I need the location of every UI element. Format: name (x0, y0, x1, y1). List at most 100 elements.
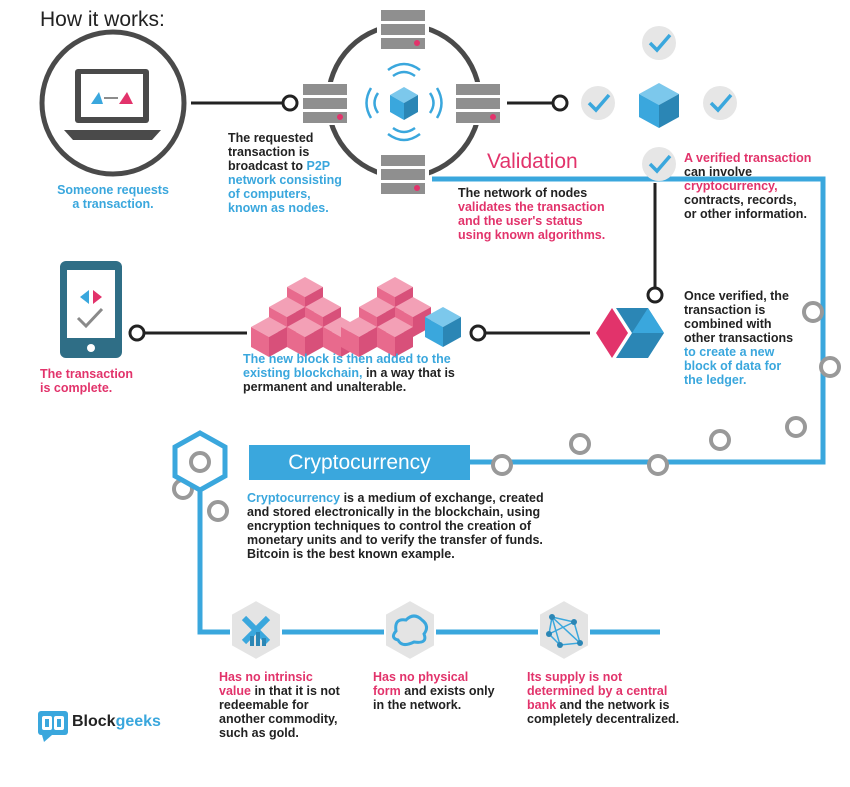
text-line: The network of nodes (458, 186, 588, 200)
text-span: in that it is not (250, 684, 340, 698)
step-request-text: Someone requests a transaction. (38, 183, 188, 211)
text-line: Once verified, the (684, 289, 789, 303)
checkmark-icon (581, 86, 615, 120)
text-line: value in that it is not (219, 684, 369, 698)
combine-text: Once verified, the transaction is combin… (684, 289, 814, 387)
text-line: a transaction. (72, 197, 154, 211)
laptop-icon (39, 29, 187, 177)
text-line: other transactions (684, 331, 794, 345)
text-line: known as nodes. (228, 201, 329, 215)
checkmark-icon (642, 26, 676, 60)
no-value-hexagon-icon (230, 598, 282, 662)
text-line: to create a new (684, 345, 775, 359)
no-physical-form-hexagon-icon (384, 598, 436, 662)
text-line: The transaction (40, 367, 134, 381)
text-span: and exists only (400, 684, 495, 698)
text-line: bank and the network is (527, 698, 707, 712)
text-span: value (219, 684, 251, 698)
text-line: monetary units and to verify the transfe… (247, 533, 543, 547)
server-right (453, 82, 505, 125)
text-line: network consisting (228, 173, 342, 187)
path-dots (172, 301, 841, 522)
text-line: Has no physical (373, 670, 469, 684)
combine-arrow-icon (596, 308, 664, 358)
text-line: in the network. (373, 698, 462, 712)
step-broadcast-text: The requested transaction is broadcast t… (228, 131, 378, 215)
text-span: in a way that is (362, 366, 455, 380)
validation-text: The network of nodes validates the trans… (458, 186, 638, 242)
server-left (300, 82, 352, 125)
verified-text: A verified transaction can involve crypt… (684, 151, 844, 221)
complete-text: The transaction is complete. (40, 367, 160, 395)
text-line: of computers, (228, 187, 311, 201)
text-line: The new block is then added to the (243, 352, 451, 366)
text-line: Bitcoin is the best known example. (247, 547, 455, 561)
text-line: and stored electronically in the blockch… (247, 505, 541, 519)
text-line: or other information. (684, 207, 807, 221)
text-line: another commodity, (219, 712, 338, 726)
phone-icon (60, 261, 122, 358)
text-line: contracts, records, (684, 193, 797, 207)
text-span: Cryptocurrency (247, 491, 341, 505)
text-line: cryptocurrency, (684, 179, 778, 193)
text-line: validates the transaction (458, 200, 605, 214)
signal-icon (365, 62, 443, 142)
text-line: The requested (228, 131, 314, 145)
network-ring (300, 7, 505, 195)
block-added-text: The new block is then added to the exist… (243, 352, 493, 394)
text-span: is a medium of exchange, created (340, 491, 544, 505)
text-span: bank (527, 698, 557, 712)
text-line: combined with (684, 317, 772, 331)
text-line: using known algorithms. (458, 228, 606, 242)
text-line: the ledger. (684, 373, 747, 387)
crypto-text: Cryptocurrency is a medium of exchange, … (247, 491, 587, 561)
blockgeeks-logo-icon (38, 711, 68, 742)
feature-decentralized-text: Its supply is not determined by a centra… (527, 670, 707, 726)
crypto-hexagon-icon (172, 430, 228, 493)
brand-name: Blockgeeks (72, 713, 161, 731)
text-line: Cryptocurrency is a medium of exchange, … (247, 491, 587, 505)
text-line: permanent and unalterable. (243, 380, 407, 394)
server-bottom (377, 152, 429, 195)
text-line: such as gold. (219, 726, 299, 740)
text-line: transaction is (684, 303, 766, 317)
text-line: Someone requests (57, 183, 169, 197)
text-line: existing blockchain, in a way that is (243, 366, 493, 380)
text-span: form (373, 684, 401, 698)
text-span: existing blockchain, (243, 366, 363, 380)
text-line: completely decentralized. (527, 712, 680, 726)
text-line: and the user's status (458, 214, 583, 228)
crypto-heading: Cryptocurrency (249, 445, 470, 480)
text-line: Has no intrinsic (219, 670, 313, 684)
text-line: is complete. (40, 381, 113, 395)
server-top (377, 7, 429, 50)
validation-heading: Validation (487, 150, 578, 173)
feature-no-form-text: Has no physical form and exists only in … (373, 670, 513, 712)
text-line: Its supply is not (527, 670, 623, 684)
block-cube-icon (390, 87, 418, 120)
blockchain-icon (251, 277, 461, 357)
text-line: can involve (684, 165, 753, 179)
flow-path (197, 176, 826, 635)
text-line: form and exists only (373, 684, 513, 698)
text-span: P2P (306, 159, 331, 173)
text-span: and the network is (556, 698, 670, 712)
text-span: broadcast to (228, 159, 307, 173)
text-line: block of data for (684, 359, 782, 373)
text-line: A verified transaction (684, 151, 812, 165)
brand-part: Block (72, 713, 116, 730)
decentralized-hexagon-icon (538, 598, 590, 662)
checkmark-icon (642, 147, 676, 181)
checkmark-icon (703, 86, 737, 120)
text-line: broadcast to P2P (228, 159, 378, 173)
brand-part: geeks (115, 713, 161, 730)
text-line: determined by a central (527, 684, 668, 698)
text-line: encryption techniques to control the cre… (247, 519, 532, 533)
page-title: How it works: (40, 8, 165, 31)
block-cube-icon (639, 83, 679, 128)
feature-no-value-text: Has no intrinsic value in that it is not… (219, 670, 369, 740)
validation-cluster (581, 26, 737, 181)
text-line: redeemable for (219, 698, 309, 712)
text-line: transaction is (228, 145, 310, 159)
